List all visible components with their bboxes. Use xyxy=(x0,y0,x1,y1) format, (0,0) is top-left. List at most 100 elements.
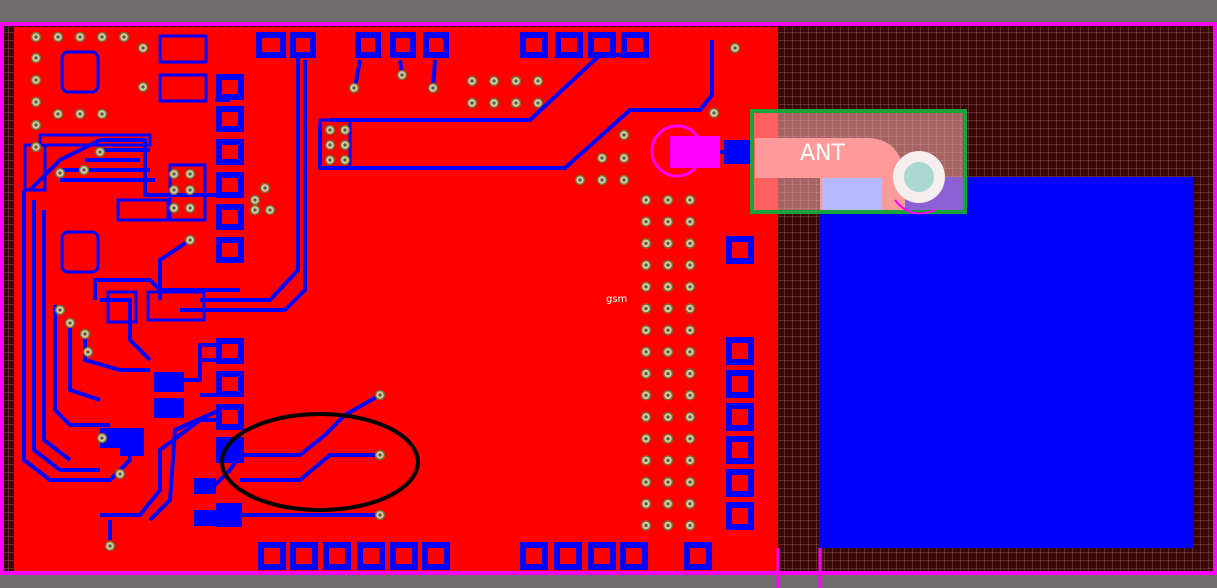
via-drill xyxy=(666,523,670,528)
via-drill xyxy=(688,285,692,289)
antenna-mount-hole-center xyxy=(904,162,934,192)
via-drill xyxy=(172,206,176,210)
via-drill xyxy=(644,263,648,267)
via-drill xyxy=(622,156,626,160)
via-drill xyxy=(400,73,404,77)
vias[interactable] xyxy=(30,31,741,552)
via-drill xyxy=(188,172,192,176)
via-drill xyxy=(100,35,104,39)
via-drill xyxy=(644,198,648,202)
via-drill xyxy=(644,350,648,354)
via-drill xyxy=(378,453,382,457)
via-drill xyxy=(666,480,670,484)
antenna-ground-pad[interactable] xyxy=(822,178,882,210)
via-drill xyxy=(83,332,87,336)
antenna-outline-arc xyxy=(894,199,936,215)
top-margin xyxy=(0,0,1217,22)
via-drill xyxy=(733,46,737,50)
via-drill xyxy=(688,198,692,202)
via-drill xyxy=(600,156,604,160)
via-drill xyxy=(58,308,62,312)
via-drill xyxy=(688,415,692,419)
via-drill xyxy=(644,393,648,397)
rf-feed-pad[interactable] xyxy=(724,140,750,164)
via-drill xyxy=(34,145,38,149)
via-drill xyxy=(688,328,692,332)
via-drill xyxy=(644,241,648,245)
via-drill xyxy=(141,46,145,50)
via-drill xyxy=(578,178,582,182)
via-drill xyxy=(268,208,272,212)
via-drill xyxy=(78,112,82,116)
antenna-keepout-outline[interactable] xyxy=(750,109,967,214)
via-drill xyxy=(688,502,692,506)
via-drill xyxy=(688,393,692,397)
via-drill xyxy=(68,321,72,325)
via-drill xyxy=(253,198,257,202)
via-drill xyxy=(188,188,192,192)
via-drill xyxy=(86,350,90,354)
via-drill xyxy=(644,372,648,376)
via-drill xyxy=(470,79,474,83)
via-drill xyxy=(666,502,670,506)
via-drill xyxy=(666,285,670,289)
via-drill xyxy=(688,372,692,376)
via-drill xyxy=(470,101,474,105)
via-drill xyxy=(644,285,648,289)
via-drill xyxy=(172,188,176,192)
via-drill xyxy=(688,350,692,354)
via-drill xyxy=(263,186,267,190)
via-drill xyxy=(98,150,102,154)
via-drill xyxy=(666,263,670,267)
via-drill xyxy=(118,472,122,476)
via-drill xyxy=(343,128,347,132)
rf-connector-pad[interactable] xyxy=(670,136,720,168)
via-drill xyxy=(172,172,176,176)
via-drill xyxy=(666,372,670,376)
via-drill xyxy=(536,79,540,83)
via-drill xyxy=(34,56,38,60)
via-drill xyxy=(622,133,626,137)
via-drill xyxy=(141,85,145,89)
via-drill xyxy=(56,35,60,39)
via-drill xyxy=(253,208,257,212)
via-drill xyxy=(644,523,648,528)
via-drill xyxy=(666,306,670,311)
via-drill xyxy=(492,79,496,83)
via-drill xyxy=(666,437,670,441)
via-drill xyxy=(666,220,670,224)
via-drill xyxy=(666,393,670,397)
via-drill xyxy=(688,241,692,245)
via-drill xyxy=(378,513,382,517)
via-drill xyxy=(688,437,692,441)
via-drill xyxy=(712,111,716,115)
via-drill xyxy=(666,415,670,419)
via-drill xyxy=(34,35,38,39)
via-drill xyxy=(108,544,112,548)
via-drill xyxy=(514,79,518,83)
via-drill xyxy=(122,35,126,39)
via-drill xyxy=(666,458,670,462)
via-drill xyxy=(688,263,692,267)
via-drill xyxy=(666,350,670,354)
via-drill xyxy=(188,206,192,210)
via-drill xyxy=(328,143,332,147)
via-drill xyxy=(343,143,347,147)
via-drill xyxy=(688,523,692,528)
via-drill xyxy=(644,328,648,332)
bottom-copper-pour[interactable] xyxy=(820,177,1193,548)
via-drill xyxy=(644,437,648,441)
via-drill xyxy=(328,158,332,162)
via-drill xyxy=(514,101,518,105)
via-drill xyxy=(644,502,648,506)
board-outline xyxy=(0,22,1217,575)
via-drill xyxy=(58,171,62,175)
via-drill xyxy=(378,393,382,397)
via-drill xyxy=(431,86,435,90)
via-drill xyxy=(688,480,692,484)
highlight-ellipse xyxy=(220,412,420,512)
via-drill xyxy=(82,168,86,172)
via-drill xyxy=(328,128,332,132)
